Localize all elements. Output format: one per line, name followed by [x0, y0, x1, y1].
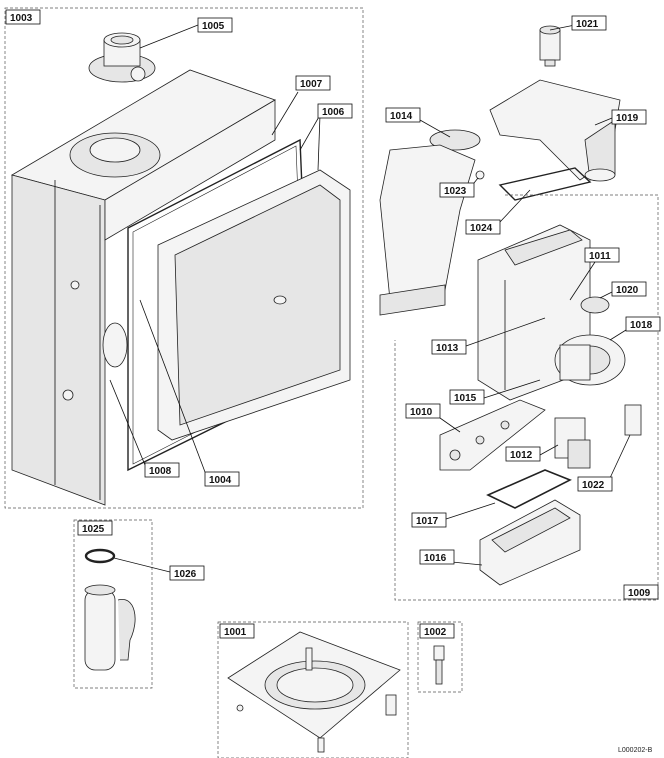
label-1015: 1015: [454, 393, 477, 404]
group-1003-frame: [4, 7, 364, 509]
label-1005: 1005: [202, 21, 225, 32]
group-1009-frame: [394, 194, 659, 601]
label-1019: 1019: [616, 113, 639, 124]
boiler-casing: [10, 69, 276, 506]
label-1014: 1014: [390, 111, 413, 122]
label-1020: 1020: [616, 285, 639, 296]
label-1007: 1007: [300, 79, 323, 90]
group-1002-frame: [417, 621, 463, 693]
label-1018: 1018: [630, 320, 653, 331]
label-1004: 1004: [209, 475, 232, 486]
label-1022: 1022: [582, 480, 605, 491]
label-1012: 1012: [510, 450, 533, 461]
label-1016: 1016: [424, 553, 447, 564]
mounting-bracket: [227, 631, 401, 753]
condensate-tray-1016: [479, 499, 581, 586]
label-1017: 1017: [416, 516, 439, 527]
label-1006: 1006: [322, 107, 345, 118]
air-manifold-1019: [489, 79, 621, 182]
fan-gasket-1020: [580, 296, 610, 314]
group-1025-tag: [77, 520, 113, 536]
label-1023: 1023: [444, 186, 467, 197]
label-1011: 1011: [589, 251, 611, 262]
label-1010: 1010: [410, 407, 433, 418]
group-1009-label: 1009: [628, 588, 651, 599]
label-1013: 1013: [436, 343, 459, 354]
fixing-screw-1002: [433, 645, 445, 685]
burner-manifold-1010: [439, 399, 546, 471]
front-panel-1006: [157, 169, 351, 441]
group-1003-label: 1003: [10, 13, 33, 24]
group-1001-frame: [217, 621, 409, 758]
group-1009-tag: [623, 584, 659, 600]
group-1002-label: 1002: [424, 627, 447, 638]
label-1008: 1008: [149, 466, 172, 477]
gas-valve-1012: [554, 417, 591, 469]
group-1001-label: 1001: [224, 627, 247, 638]
label-1024: 1024: [470, 223, 493, 234]
group-1003-tag: [5, 9, 41, 25]
group-1025-label: 1025: [82, 524, 105, 535]
flue-adapter-1005: [88, 32, 156, 83]
flue-duct-1014: [379, 129, 481, 316]
siphon: [84, 548, 136, 671]
drawing-reference: L000202-B: [618, 747, 653, 754]
label-1021: 1021: [576, 19, 599, 30]
label-1026: 1026: [174, 569, 197, 580]
group-1001-tag: [219, 623, 255, 639]
gasket-1017: [486, 469, 572, 509]
pressure-sensor-1021: [539, 25, 561, 67]
ignition-unit-1022: [624, 404, 642, 436]
group-1002-tag: [419, 623, 455, 639]
fan-1018: [554, 334, 626, 386]
group-1025-frame: [73, 519, 153, 689]
